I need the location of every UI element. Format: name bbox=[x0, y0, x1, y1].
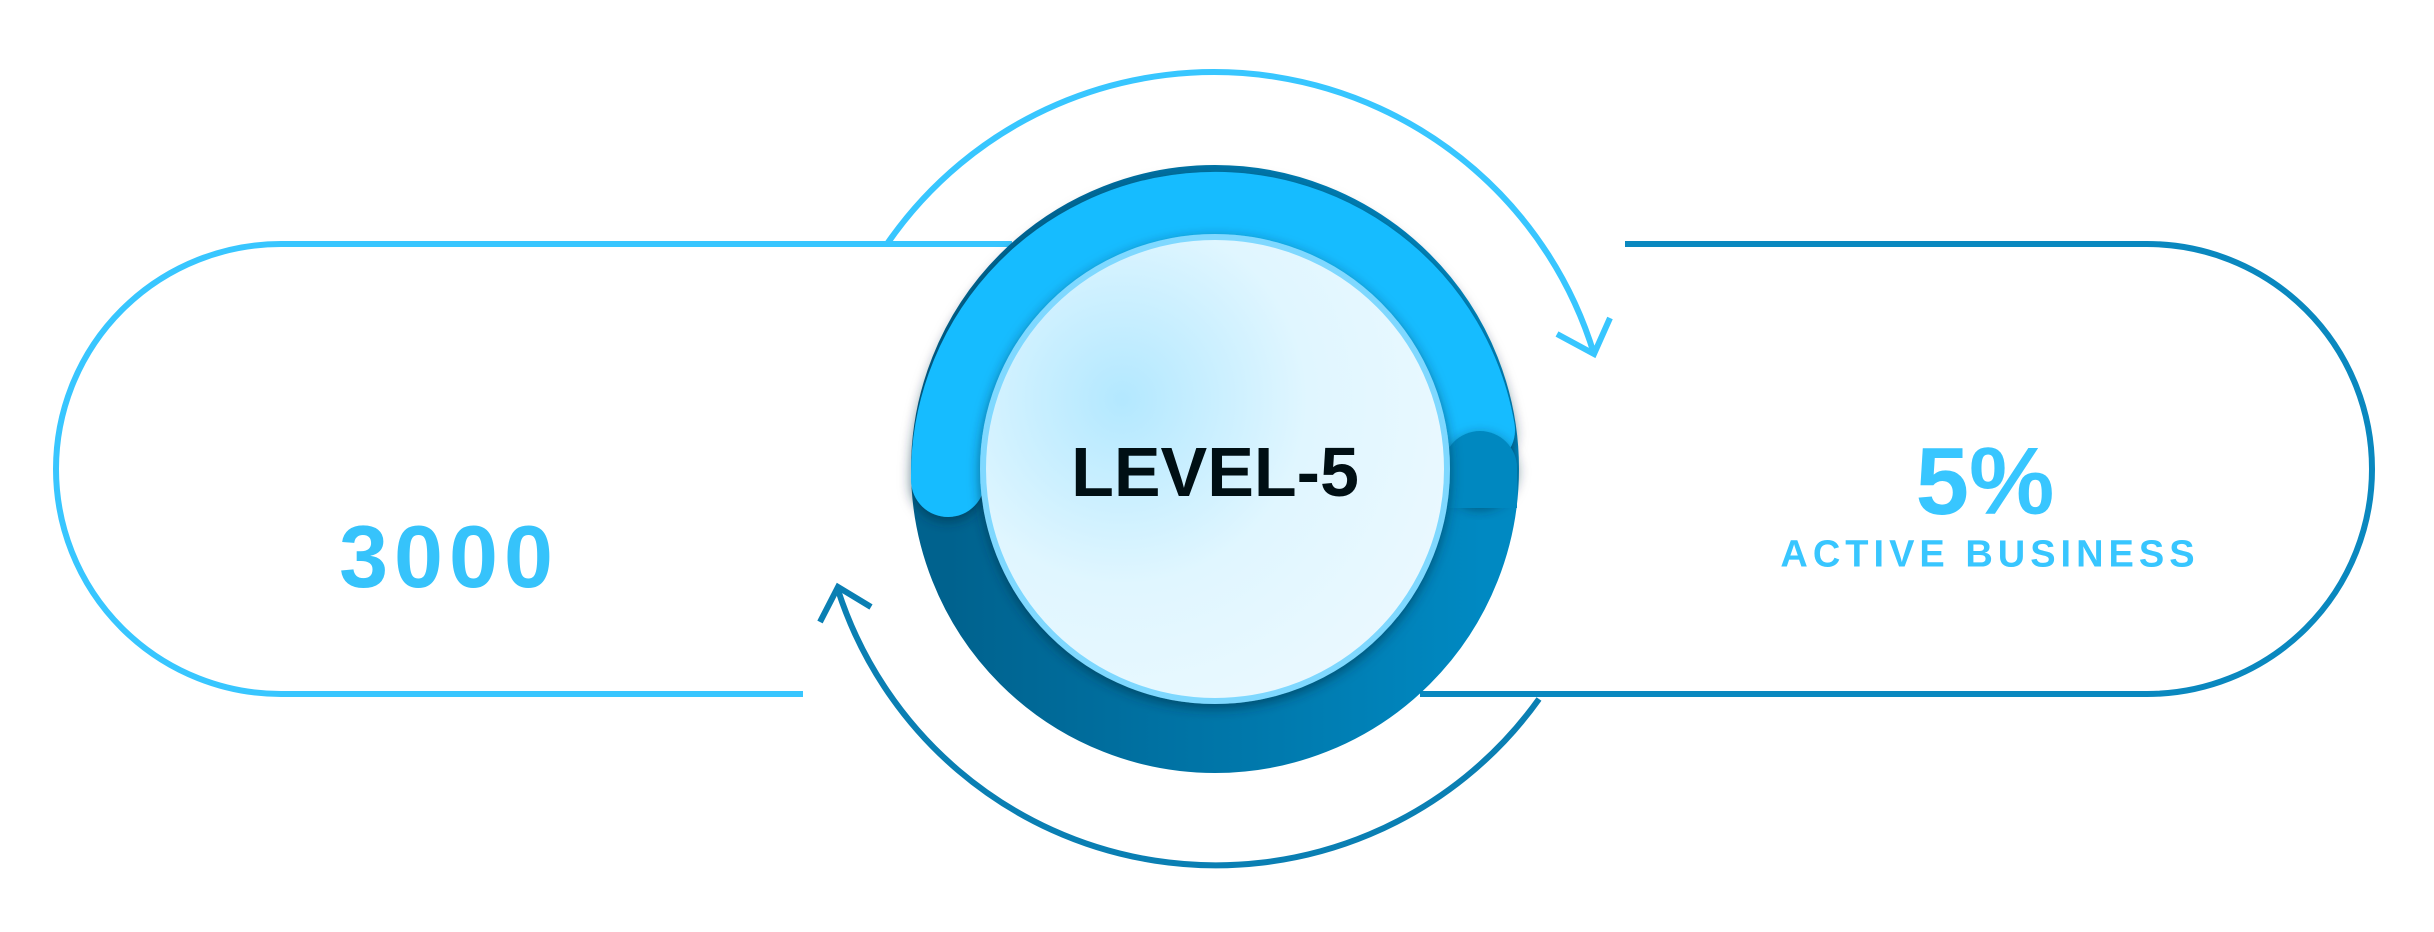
top-arrow-arc bbox=[884, 69, 1597, 355]
right-percent-value: 5% bbox=[1915, 428, 2055, 535]
center-level-label: LEVEL-5 bbox=[1071, 433, 1359, 511]
left-value: 3000 bbox=[339, 507, 559, 606]
top-arrowhead-icon bbox=[1555, 316, 1613, 359]
ring-light bbox=[910, 171, 1515, 517]
left-pill-outline bbox=[53, 241, 1012, 697]
inner-circle bbox=[980, 234, 1450, 704]
bottom-arrowhead-icon bbox=[817, 582, 873, 624]
ring-dark-cap-fill bbox=[1443, 468, 1517, 508]
right-caption: ACTIVE BUSINESS bbox=[1780, 533, 2200, 576]
right-pill-outline bbox=[1420, 241, 2375, 697]
bottom-arrow-arc bbox=[835, 589, 1542, 869]
